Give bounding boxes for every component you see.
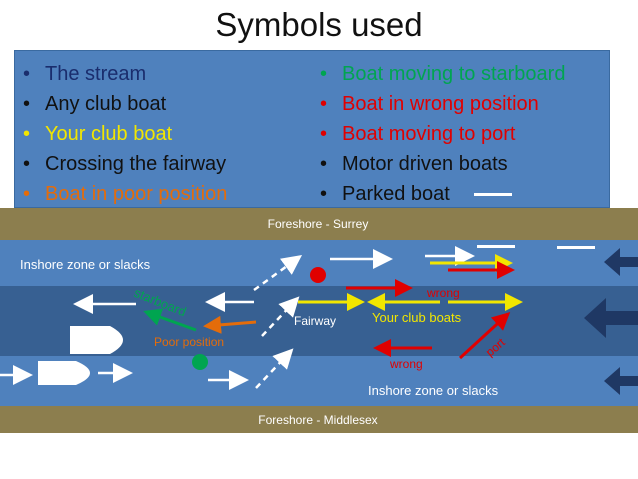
crossing-arrow [253, 255, 303, 292]
foreshore-middlesex-band [0, 406, 638, 433]
parked-boat-marker [477, 245, 515, 248]
boat-in-poor-position-dot [192, 354, 208, 370]
crossing-arrow [261, 296, 300, 337]
stream-arrow-middle [584, 298, 638, 338]
foreshore-middlesex-label: Foreshore - Middlesex [258, 413, 377, 427]
starboard-arrow [143, 308, 197, 332]
inshore-top-label: Inshore zone or slacks [20, 257, 151, 272]
legend-item-motor: Motor driven boats [320, 149, 565, 179]
parked-boat-marker [557, 246, 595, 249]
boat-in-wrong-position-dot [310, 267, 326, 283]
legend-column-right: Boat moving to starboard Boat in wrong p… [320, 59, 565, 209]
legend-item-parked-label: Parked boat [342, 183, 450, 205]
wrong-label-top: wrong [426, 286, 460, 300]
river-diagram: Foreshore - Surrey Inshore zone or slack… [0, 208, 638, 433]
legend-box: The stream Any club boat Your club boat … [14, 50, 610, 209]
legend-item-poor-position: Boat in poor position [23, 179, 227, 209]
inshore-bottom-band [0, 356, 638, 406]
legend-item-wrong-position: Boat in wrong position [320, 89, 565, 119]
crossing-arrow [255, 348, 294, 389]
legend-item-crossing: Crossing the fairway [23, 149, 227, 179]
motor-boat [38, 361, 90, 385]
inshore-bottom-label: Inshore zone or slacks [368, 383, 499, 398]
legend-item-stream: The stream [23, 59, 227, 89]
legend-column-left: The stream Any club boat Your club boat … [23, 59, 227, 209]
poor-position-arrow [203, 315, 257, 334]
stream-arrow-top [604, 248, 638, 276]
page-title: Symbols used [215, 6, 423, 43]
foreshore-surrey-label: Foreshore - Surrey [268, 217, 369, 231]
legend-item-parked: Parked boat [320, 179, 565, 209]
your-club-boats-label: Your club boats [372, 310, 462, 325]
legend-item-starboard: Boat moving to starboard [320, 59, 565, 89]
legend-item-any-club-boat: Any club boat [23, 89, 227, 119]
stream-arrow-bottom [604, 367, 638, 395]
port-arrow [458, 311, 511, 360]
foreshore-surrey-band [0, 208, 638, 240]
wrong-label-bottom: wrong [389, 357, 423, 371]
parked-boat-icon [473, 193, 512, 197]
legend-item-port: Boat moving to port [320, 119, 565, 149]
poor-position-label: Poor position [154, 335, 224, 349]
legend-item-your-club-boat: Your club boat [23, 119, 227, 149]
fairway-label: Fairway [294, 314, 336, 328]
motor-boat [70, 326, 123, 354]
